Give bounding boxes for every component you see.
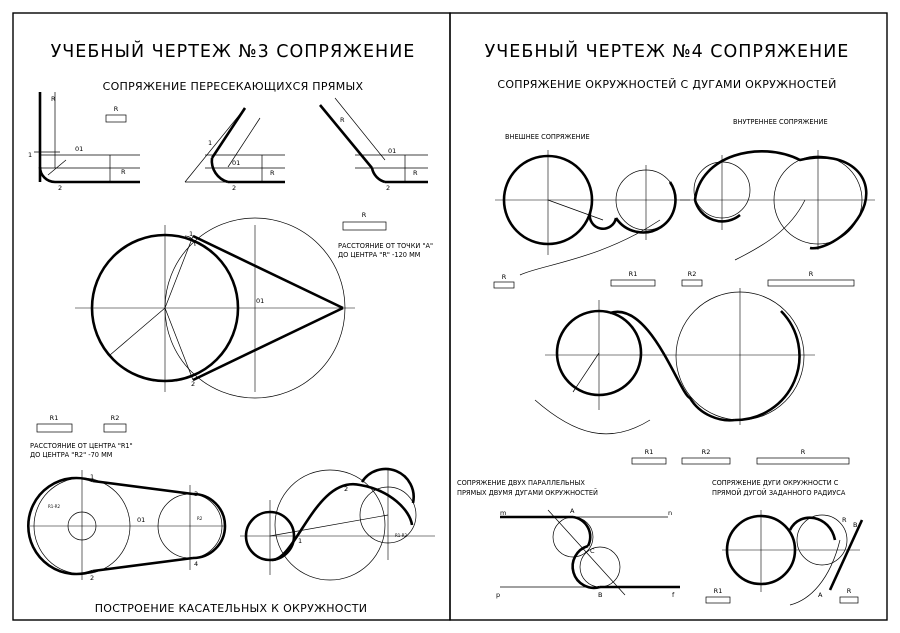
figure-parallel-lines: СОПРЯЖЕНИЕ ДВУХ ПАРАЛЛЕЛЬНЫХ ПРЯМЫХ ДВУМ… <box>457 479 680 599</box>
sheet4-section-circles: СОПРЯЖЕНИЕ ОКРУЖНОСТЕЙ С ДУГАМИ ОКРУЖНОС… <box>497 78 836 91</box>
label-2: 2 <box>58 184 62 192</box>
r-samples-row3: R1 R <box>705 587 859 604</box>
sheet4: УЧЕБНЫЙ ЧЕРТЕЖ №4 СОПРЯЖЕНИЕ СОПРЯЖЕНИЕ … <box>457 40 875 606</box>
label-external: ВНЕШНЕЕ СОПРЯЖЕНИЕ <box>505 133 590 141</box>
label-1-fig5: 1 <box>90 473 94 481</box>
label-R-s4d: R <box>847 587 852 595</box>
label-R: R <box>51 95 56 103</box>
label-f: f <box>672 591 675 599</box>
label-r1r2-fig5: R1-R2 <box>48 504 61 509</box>
label-R-s4a: R <box>502 273 507 281</box>
figure-obtuse-angle-fillet: R 01 2 R <box>318 97 428 192</box>
sheet4-title: УЧЕБНЫЙ ЧЕРТЕЖ №4 СОПРЯЖЕНИЕ <box>485 40 850 62</box>
label-R-fig2: R <box>270 169 275 177</box>
note-r-line1: РАССТОЯНИЕ ОТ ЦЕНТРА "R1" <box>30 442 133 450</box>
label-O1-fig5: 01 <box>137 516 145 524</box>
label-R2: R2 <box>111 414 120 422</box>
label-R1-s4a: R1 <box>629 270 638 278</box>
label-R-fig3b: R <box>413 169 418 177</box>
label-R-fig1: R <box>121 168 126 176</box>
label-A-par: A <box>570 507 575 515</box>
sheet3-frame <box>12 12 451 621</box>
label-3-fig5: 3 <box>194 490 198 498</box>
label-R-fig4: R <box>362 211 367 219</box>
r-sample-box <box>105 114 127 123</box>
sheet4-frame <box>449 12 888 621</box>
label-C-par: C <box>590 547 595 555</box>
label-R1-s4b: R1 <box>645 448 654 456</box>
note-a-line1: РАССТОЯНИЕ ОТ ТОЧКИ "А" <box>338 242 433 250</box>
label-R2-s4b: R2 <box>702 448 711 456</box>
label-1-fig6: 1 <box>298 537 302 545</box>
figure-arc-line: СОПРЯЖЕНИЕ ДУГИ ОКРУЖНОСТИ С ПРЯМОЙ ДУГО… <box>712 479 864 606</box>
label-p: p <box>496 591 500 599</box>
label-n: n <box>668 509 672 517</box>
note-a-line2: ДО ЦЕНТРА "R" -120 ММ <box>338 251 421 259</box>
sheet3-section-lines: СОПРЯЖЕНИЕ ПЕРЕСЕКАЮЩИХСЯ ПРЯМЫХ <box>103 80 364 93</box>
figure-s-curve: 2 1 R1-R2 <box>240 467 435 581</box>
label-B-arc: B <box>853 521 857 529</box>
figure-acute-angle-fillet: 1 01 2 R <box>184 107 285 192</box>
label-O1-fig4: 01 <box>256 297 264 305</box>
label-r-fig6: R1-R2 <box>395 533 408 538</box>
label-2-fig2: 2 <box>232 184 236 192</box>
note-r-line2: ДО ЦЕНТРА "R2" -70 ММ <box>30 451 113 459</box>
label-O1: 01 <box>75 145 83 153</box>
r1-r2-samples: R1 R2 РАССТОЯНИЕ ОТ ЦЕНТРА "R1" ДО ЦЕНТР… <box>30 414 133 459</box>
label-R-s4c: R <box>801 448 806 456</box>
arc-line2: ПРЯМОЙ ДУГОЙ ЗАДАННОГО РАДИУСА <box>712 488 846 497</box>
sheet3: УЧЕБНЫЙ ЧЕРТЕЖ №3 СОПРЯЖЕНИЕ СОПРЯЖЕНИЕ … <box>27 40 435 615</box>
label-internal: ВНУТРЕННЕЕ СОПРЯЖЕНИЕ <box>733 118 828 126</box>
label-2-fig5: 2 <box>90 574 94 582</box>
label-m: m <box>500 509 506 517</box>
label-1-fig2: 1 <box>208 139 212 147</box>
figure-belt-tangents: 1 2 3 4 01 R1-R2 R2 <box>27 470 227 582</box>
label-R-s4b: R <box>809 270 814 278</box>
label-R-arc: R <box>842 516 847 524</box>
label-O1-fig3: 01 <box>388 147 396 155</box>
r-samples-row2: R1 R2 R <box>631 448 850 465</box>
r-sample-box-a <box>342 221 387 231</box>
sheet3-section-tangents: ПОСТРОЕНИЕ КАСАТЕЛЬНЫХ К ОКРУЖНОСТИ <box>95 602 368 615</box>
label-1: 1 <box>28 151 32 159</box>
parallel-line2: ПРЯМЫХ ДВУМЯ ДУГАМИ ОКРУЖНОСТЕЙ <box>457 488 598 497</box>
figure-combined-coupling <box>534 288 815 435</box>
label-O1-fig2: 01 <box>232 159 240 167</box>
r-samples-row1: R R1 R2 R <box>493 270 855 289</box>
label-2-fig3: 2 <box>386 184 390 192</box>
parallel-line1: СОПРЯЖЕНИЕ ДВУХ ПАРАЛЛЕЛЬНЫХ <box>457 479 585 487</box>
label-B-par: B <box>598 591 602 599</box>
label-R-sample: R <box>114 105 119 113</box>
label-R1-s4c: R1 <box>714 587 723 595</box>
label-1-fig4: 1 <box>189 230 193 238</box>
label-R-fig3: R <box>340 116 345 124</box>
label-2-fig6: 2 <box>344 485 348 493</box>
arc-line1: СОПРЯЖЕНИЕ ДУГИ ОКРУЖНОСТИ С <box>712 479 839 487</box>
label-R1: R1 <box>50 414 59 422</box>
sheet3-title: УЧЕБНЫЙ ЧЕРТЕЖ №3 СОПРЯЖЕНИЕ <box>51 40 416 62</box>
figure-internal-coupling <box>680 150 875 261</box>
label-r-fig5: R2 <box>197 516 203 521</box>
figure-tangents-from-point: 1 2 01 R РАССТОЯНИЕ ОТ ТОЧКИ "А" ДО ЦЕНТ… <box>75 211 433 399</box>
label-2-fig4: 2 <box>191 380 195 388</box>
label-R2-s4a: R2 <box>688 270 697 278</box>
label-4-fig5: 4 <box>194 560 198 568</box>
label-A-arc: A <box>818 591 823 599</box>
figure-external-coupling <box>495 150 690 276</box>
figure-right-angle-fillet: R 1 01 2 R R <box>28 92 140 192</box>
